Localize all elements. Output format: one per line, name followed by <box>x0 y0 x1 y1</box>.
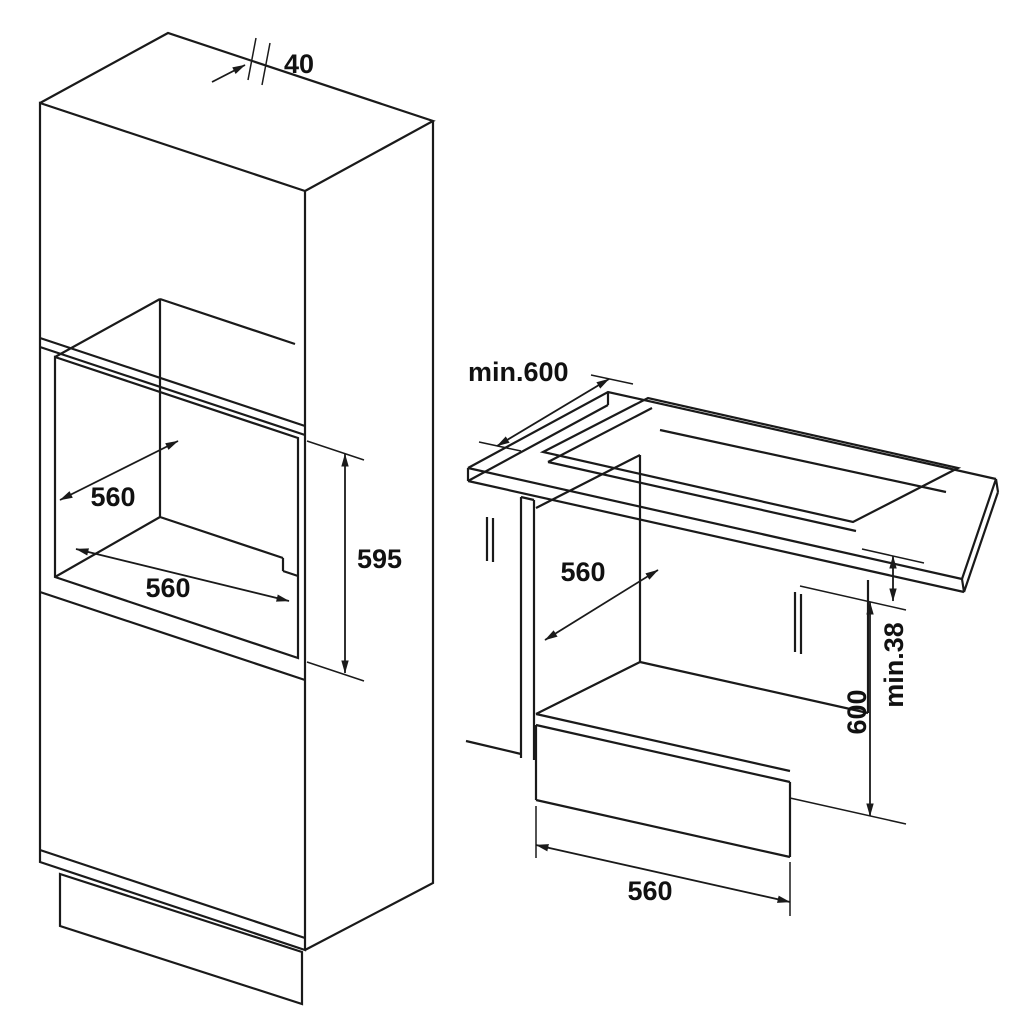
dim-label-niche-height-right: 600 <box>842 689 872 734</box>
dim-label-niche-width-right: 560 <box>627 876 672 906</box>
under-counter-cabinet <box>465 454 870 859</box>
dimension-niche-height-right: 600 <box>789 585 907 825</box>
under-counter-diagram: min.600 560 600 min.38 560 <box>465 357 1000 916</box>
niche-height-witness-lines-right <box>789 585 907 825</box>
dim-label-niche-depth-right: 560 <box>560 557 605 587</box>
dim-label-top-clearance: min.38 <box>879 622 909 708</box>
cabinet-body-outline <box>38 31 436 1006</box>
niche-depth-arrow <box>59 440 179 501</box>
dim-label-counter-depth: min.600 <box>468 357 569 387</box>
top-gap-ticks <box>247 37 271 86</box>
counter-depth-arrow <box>496 378 610 447</box>
dim-label-niche-depth-left: 560 <box>90 482 135 512</box>
niche-depth-arrow-right <box>544 569 659 641</box>
niche-opening <box>53 355 300 660</box>
dimension-niche-width-right: 560 <box>535 806 791 916</box>
niche-height-witness-lines <box>306 440 365 682</box>
top-gap-arrow <box>211 64 246 83</box>
cabinet-door-lines <box>39 336 306 940</box>
counter-depth-witness-lines <box>478 374 634 452</box>
dimension-top-clearance: min.38 <box>861 548 925 708</box>
dim-label-niche-height: 595 <box>357 544 402 574</box>
countertop-cutout <box>539 396 962 533</box>
dimension-niche-depth-right: 560 <box>544 557 659 641</box>
dimension-top-gap: 40 <box>211 49 314 83</box>
dimension-niche-depth-left: 560 <box>59 440 179 512</box>
niche-interior-lines <box>54 297 299 578</box>
dim-label-top-gap: 40 <box>284 49 314 79</box>
dimension-niche-width-left: 560 <box>75 548 290 603</box>
dimension-niche-height: 595 <box>306 440 402 682</box>
tall-cabinet-diagram: 40 560 560 595 <box>38 31 436 1006</box>
dimension-counter-depth: min.600 <box>468 357 634 452</box>
dim-label-niche-width-left: 560 <box>145 573 190 603</box>
niche-width-arrow <box>75 548 290 602</box>
niche-width-arrow-right <box>535 844 791 903</box>
